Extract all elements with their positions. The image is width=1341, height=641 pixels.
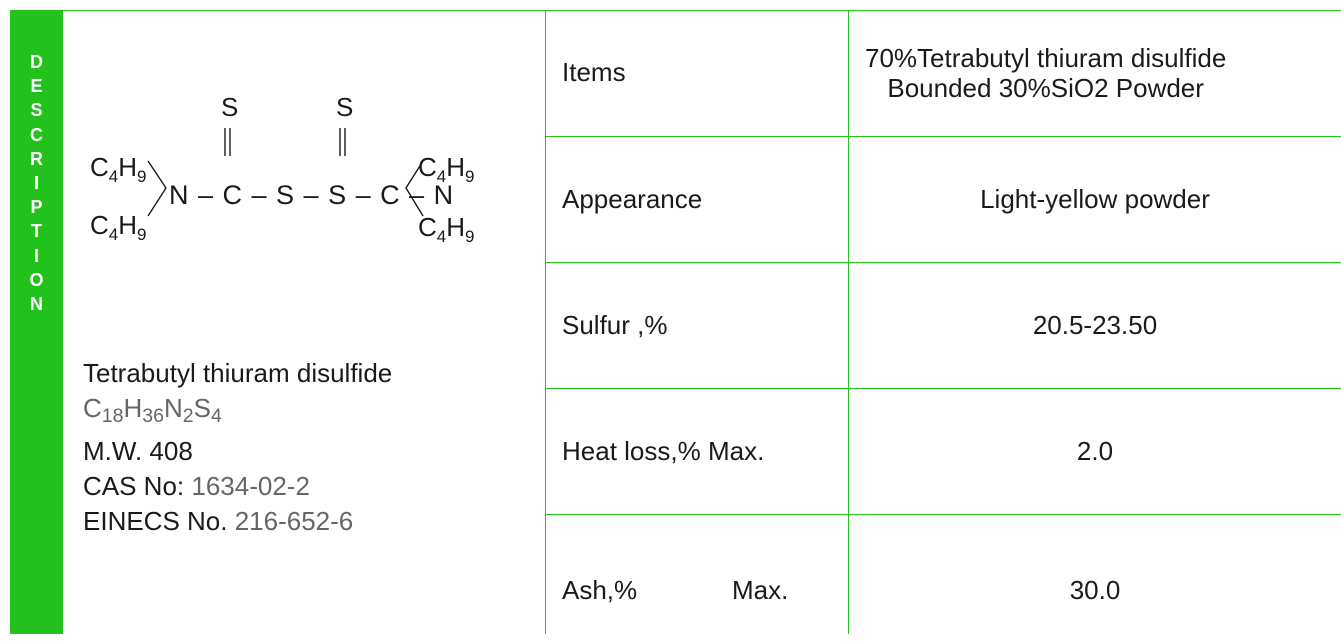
sidebar-letter: E bbox=[30, 76, 43, 97]
table-row: Appearance Light-yellow powder bbox=[546, 137, 1341, 263]
main-chain: N – C – S – S – C – N bbox=[169, 180, 454, 210]
sidebar-letter: C bbox=[30, 124, 43, 145]
butyl-group-upper-left: C4H9 bbox=[90, 152, 147, 186]
sidebar-letter: O bbox=[29, 269, 44, 290]
cas-number: CAS No: 1634-02-2 bbox=[83, 470, 310, 501]
row-value: 2.0 bbox=[1076, 436, 1114, 466]
structural-formula-diagram: S S C4H9 C4H9 N – C – S – S – C – N C4H9… bbox=[90, 92, 475, 246]
row-value: 70%Tetrabutyl thiuram disulfide Bounded … bbox=[865, 43, 1227, 103]
right-n-bonds bbox=[405, 160, 424, 217]
row-label: Sulfur ,% bbox=[562, 310, 668, 340]
sidebar-letter: P bbox=[30, 197, 43, 218]
description-vertical-label: D E S C R I P T I O N bbox=[10, 50, 63, 316]
sidebar-letter: R bbox=[30, 148, 43, 169]
table-row: Sulfur ,% 20.5-23.50 bbox=[546, 263, 1341, 389]
row-label: Heat loss,% Max. bbox=[562, 436, 765, 466]
sidebar-letter: D bbox=[30, 52, 43, 72]
molecular-formula: C18H36N2S4 bbox=[83, 393, 222, 427]
specification-table: Items 70%Tetrabutyl thiuram disulfide Bo… bbox=[546, 11, 1341, 641]
row-value: 30.0 bbox=[1069, 575, 1121, 605]
sidebar-letter: T bbox=[31, 221, 42, 242]
column-divider-left bbox=[545, 10, 546, 634]
butyl-group-lower-left: C4H9 bbox=[90, 210, 147, 244]
molecular-weight: M.W. 408 bbox=[83, 435, 193, 466]
einecs-number: EINECS No. 216-652-6 bbox=[83, 505, 354, 536]
row-label: Ash,% Max. bbox=[562, 575, 789, 605]
description-sidebar: D E S C R I P T I O N bbox=[10, 10, 63, 634]
sidebar-letter: N bbox=[30, 294, 43, 315]
left-n-bonds bbox=[147, 160, 167, 217]
table-row: Heat loss,% Max. 2.0 bbox=[546, 389, 1341, 515]
table-row: Ash,% Max. 30.0 bbox=[546, 515, 1341, 641]
row-value: 20.5-23.50 bbox=[1032, 310, 1158, 340]
sulfur-atom-top-right: S bbox=[336, 92, 353, 122]
compound-name: Tetrabutyl thiuram disulfide bbox=[83, 358, 393, 388]
butyl-group-upper-right: C4H9 bbox=[418, 152, 475, 186]
sidebar-letter: I bbox=[33, 245, 39, 266]
column-divider-right bbox=[848, 10, 849, 634]
sulfur-atom-top-left: S bbox=[221, 92, 238, 122]
sidebar-letter: I bbox=[33, 173, 39, 194]
table-row: Items 70%Tetrabutyl thiuram disulfide Bo… bbox=[546, 11, 1341, 137]
compound-panel: S S C4H9 C4H9 N – C – S – S – C – N C4H9… bbox=[63, 11, 545, 634]
compound-info: Tetrabutyl thiuram disulfide C18H36N2S4 … bbox=[83, 356, 392, 539]
row-value: Light-yellow powder bbox=[980, 184, 1210, 214]
row-label: Appearance bbox=[562, 184, 703, 214]
sidebar-letter: S bbox=[30, 100, 43, 121]
row-label: Items bbox=[562, 57, 626, 87]
butyl-group-lower-right: C4H9 bbox=[418, 212, 475, 246]
top-border bbox=[63, 10, 1341, 11]
